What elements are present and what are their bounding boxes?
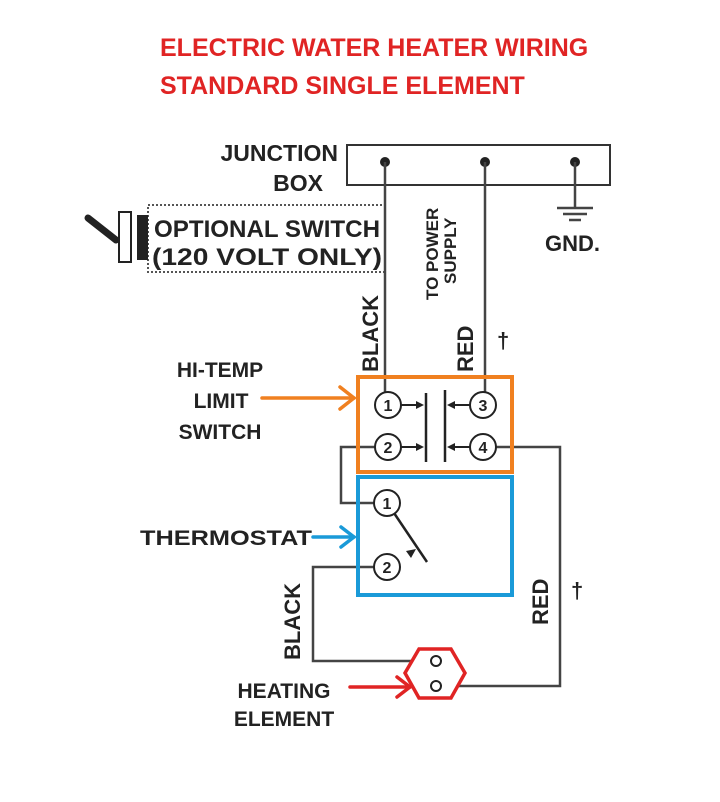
- black-element-wire: [311, 565, 441, 663]
- thermostat-terminal-1: 1: [383, 496, 392, 513]
- thermostat-pointer-arrow: [311, 525, 357, 549]
- heating-element-label-1: HEATING: [238, 680, 331, 703]
- red-wire-label: RED: [453, 326, 478, 372]
- thermostat-arrow: [406, 549, 416, 558]
- hi-temp-limit-switch-box: [356, 375, 514, 474]
- junction-label-1: JUNCTION: [220, 140, 338, 166]
- title-line-1: ELECTRIC WATER HEATER WIRING: [160, 34, 588, 62]
- hi-temp-label-1: HI-TEMP: [177, 359, 263, 382]
- limit-terminal-3: 3: [479, 398, 488, 415]
- power-supply-label-1: TO POWER: [423, 208, 442, 300]
- thermostat-box: [356, 475, 514, 597]
- limit-terminal-2: 2: [384, 440, 393, 457]
- thermostat-label: THERMOSTAT: [140, 527, 312, 550]
- hi-temp-label-3: SWITCH: [179, 421, 262, 444]
- red-element-wire-label: RED: [528, 579, 553, 625]
- junction-label-2: BOX: [273, 170, 324, 196]
- heating-element-pointer-arrow: [348, 675, 413, 699]
- limit-switch-pointer-arrow: [260, 385, 357, 411]
- ground-icon: [557, 162, 593, 222]
- title-line-2: STANDARD SINGLE ELEMENT: [160, 72, 525, 100]
- red-element-wire: [441, 445, 562, 688]
- black-wire-label: BLACK: [358, 295, 383, 372]
- thermostat-terminal-2: 2: [383, 560, 392, 577]
- dagger-note: †: [497, 328, 509, 353]
- power-supply-label-2: SUPPLY: [441, 217, 460, 284]
- limit-terminal-4: 4: [479, 440, 488, 457]
- optional-switch-label: OPTIONAL SWITCH: [154, 216, 380, 243]
- black-element-wire-label: BLACK: [280, 583, 305, 660]
- gnd-label: GND.: [545, 231, 600, 256]
- hi-temp-label-2: LIMIT: [194, 390, 249, 413]
- dagger-note-2: †: [571, 578, 583, 603]
- limit-switch-contacts: [401, 390, 470, 462]
- junction-box: [346, 144, 611, 186]
- heating-element-icon: [402, 647, 468, 700]
- toggle-switch-icon: [84, 211, 148, 263]
- limit-terminal-1: 1: [384, 398, 393, 415]
- heating-element-label-2: ELEMENT: [234, 708, 335, 731]
- thermostat-switch-arm: [392, 512, 429, 563]
- optional-switch-voltage: (120 VOLT ONLY): [152, 244, 382, 271]
